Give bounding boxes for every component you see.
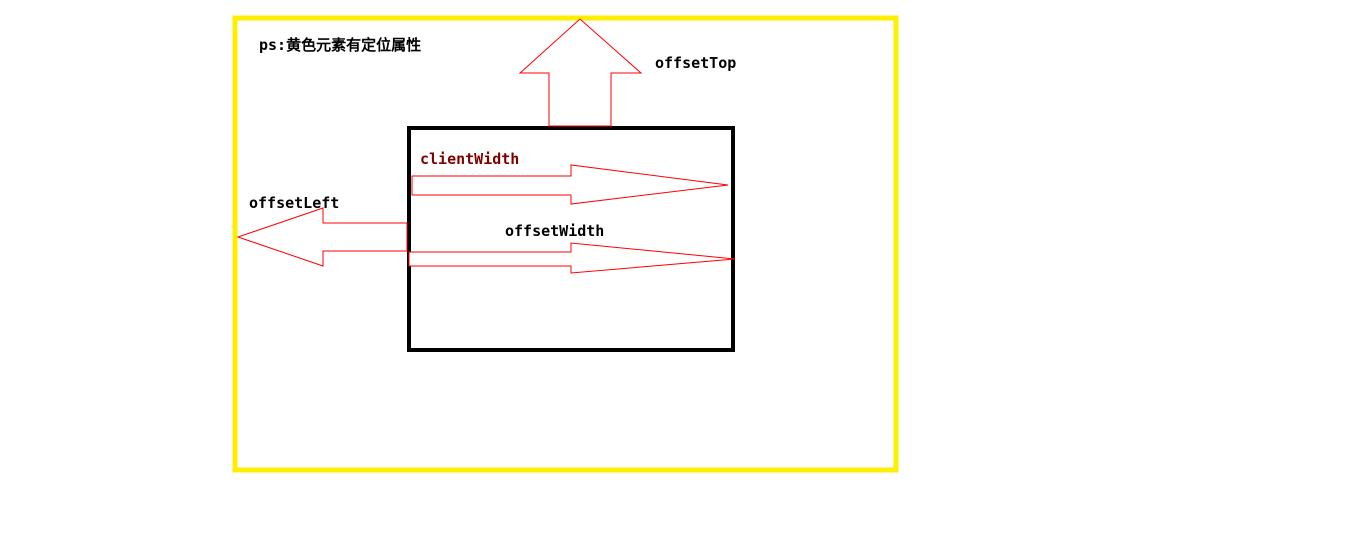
offset-top-arrow (518, 18, 643, 127)
offset-top-label: offsetTop (655, 54, 737, 72)
offset-width-label: offsetWidth (505, 222, 605, 240)
offset-left-label: offsetLeft (249, 194, 340, 212)
positioned-parent-box (232, 15, 899, 473)
offset-left-arrow (236, 207, 408, 267)
client-width-label: clientWidth (420, 150, 520, 168)
note-text: ps:黄色元素有定位属性 (259, 36, 422, 54)
target-element-box (407, 126, 735, 352)
offset-width-arrow (408, 242, 736, 274)
client-width-arrow (411, 164, 729, 205)
